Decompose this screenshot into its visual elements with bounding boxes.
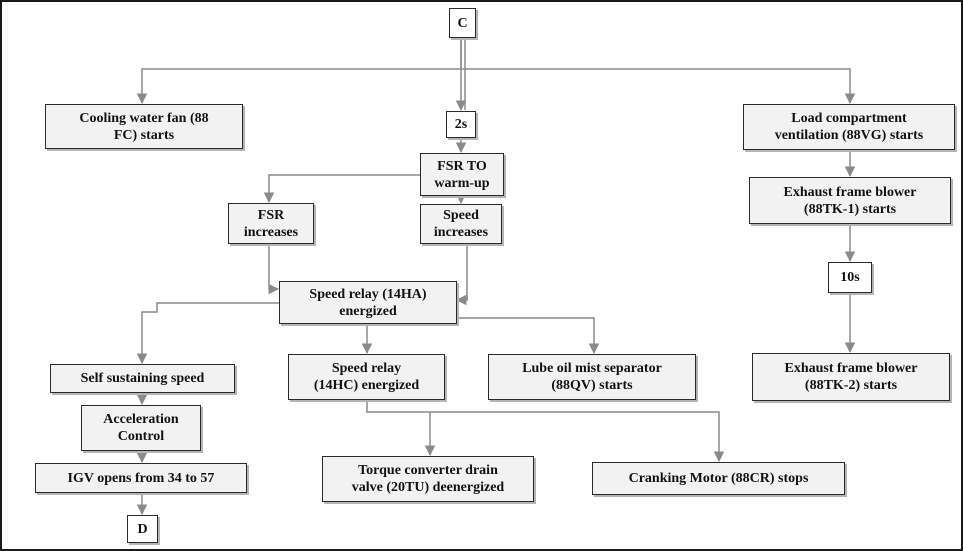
connector-relay-14ha-to-lube-oil [457, 317, 600, 355]
connector-speed-increases-to-relay-14ha [455, 244, 468, 306]
node-delay-10s: 10s [828, 262, 872, 293]
node-d: D [127, 515, 158, 543]
connector-c-to-cooling-fan [136, 38, 462, 105]
node-relay-14hc: Speed relay (14HC) energized [288, 354, 445, 400]
node-cooling-fan: Cooling water fan (88 FC) starts [45, 104, 243, 149]
node-torque-drain: Torque converter drain valve (20TU) deen… [322, 456, 534, 502]
node-self-sustaining: Self sustaining speed [50, 364, 235, 393]
node-fsr-warmup: FSR TO warm-up [420, 153, 504, 196]
node-exhaust-2: Exhaust frame blower (88TK-2) starts [752, 353, 950, 401]
node-fsr-increases: FSR increases [228, 203, 314, 244]
node-speed-increases: Speed increases [420, 204, 502, 244]
connector-c-to-load-vent [461, 68, 856, 105]
connector-relay-14ha-to-self-sustaining [136, 302, 280, 365]
node-lube-oil: Lube oil mist separator (88QV) starts [488, 354, 696, 400]
node-exhaust-1: Exhaust frame blower (88TK-1) starts [749, 177, 951, 224]
node-igv-opens: IGV opens from 34 to 57 [35, 463, 247, 493]
connector-fsr-warmup-to-fsr-increases [263, 174, 420, 204]
node-c: C [449, 8, 476, 38]
node-delay-2s: 2s [446, 111, 476, 138]
node-cranking-stop: Cranking Motor (88CR) stops [592, 462, 845, 495]
connector-relay-14hc-to-branch [366, 400, 725, 463]
node-load-vent: Load compartment ventilation (88VG) star… [743, 104, 955, 150]
node-accel-control: Acceleration Control [81, 405, 201, 451]
node-relay-14ha: Speed relay (14HA) energized [279, 281, 457, 324]
connector-fsr-increases-to-relay-14ha [268, 244, 280, 295]
